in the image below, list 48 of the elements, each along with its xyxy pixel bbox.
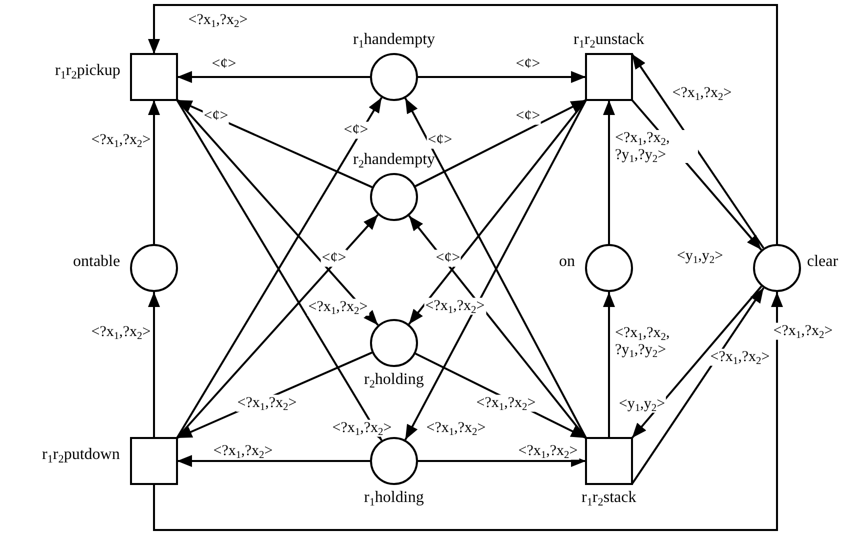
edge-label: <?x$_{1}$,?x$_{2}$> <box>90 324 152 340</box>
edge-label: <¢> <box>202 108 230 124</box>
node-label: ontable <box>73 253 120 271</box>
node-label: r$_{1}$r$_{2}$unstack <box>574 31 644 49</box>
edge-label: <¢> <box>342 122 370 138</box>
edge-label: <?x$_{1}$,?x$_{2}$> <box>236 394 298 412</box>
edge-label: <¢> <box>514 108 542 124</box>
edge-label: <?x$_{1}$,?x$_{2}$> <box>424 298 486 314</box>
edge-label: <?x$_{1}$,?x$_{2}$> <box>187 12 249 28</box>
arrow <box>148 292 160 438</box>
edge-label: <?x$_{1}$,?x$_{2}$> <box>307 298 369 316</box>
edge-label: <?x$_{1}$,?x$_{2}$> <box>90 132 152 148</box>
arrow <box>631 53 764 249</box>
arrow <box>418 71 586 83</box>
arrow <box>148 4 778 244</box>
arrow <box>177 455 370 467</box>
arrow <box>153 292 783 531</box>
node-label: r$_{2}$handempty <box>353 151 436 169</box>
edge-label: <?x$_{1}$,?x$_{2}$> <box>671 84 733 102</box>
arrow <box>603 292 615 438</box>
node-label: r$_{1}$r$_{2}$stack <box>582 489 636 507</box>
node-label: r$_{1}$holding <box>364 489 424 507</box>
arrow <box>177 71 370 83</box>
arrow <box>176 214 379 439</box>
edge-label: <?x$_{1}$,?x$_{2}$> <box>212 442 274 460</box>
arrow <box>176 99 379 326</box>
node-label: r$_{1}$r$_{2}$putdown <box>42 446 120 464</box>
arrow <box>603 100 615 244</box>
node-label: r$_{1}$r$_{2}$pickup <box>55 62 120 80</box>
arrow <box>148 100 160 244</box>
edge-label: <?x$_{1}$,?x$_{2}$, ?y$_{1}$,?y$_{2}$> <box>614 130 698 163</box>
node-label: clear <box>807 253 838 271</box>
edge-label: <?x$_{1}$,?x$_{2}$> <box>772 322 834 340</box>
edge-label: <¢> <box>434 250 462 266</box>
edge-label: <¢> <box>426 132 454 148</box>
edge-label: <?x$_{1}$,?x$_{2}$> <box>331 420 393 436</box>
arrow <box>631 286 762 439</box>
arrow <box>631 287 764 485</box>
edge-label: <?x$_{1}$,?x$_{2}$> <box>517 442 579 460</box>
node-label: r$_{1}$handempty <box>353 31 436 49</box>
edge-label: <¢> <box>320 250 348 266</box>
node-label: on <box>559 253 575 271</box>
arrow <box>414 99 586 188</box>
node-label: r$_{2}$holding <box>364 371 424 389</box>
edge-label: <?x$_{1}$,?x$_{2}$> <box>709 348 771 366</box>
edge-label: <y$_{1}$,y$_{2}$> <box>618 396 666 412</box>
edge-label: <?x$_{1}$,?x$_{2}$> <box>425 420 487 436</box>
edge-label: <?x$_{1}$,?x$_{2}$> <box>475 394 537 412</box>
